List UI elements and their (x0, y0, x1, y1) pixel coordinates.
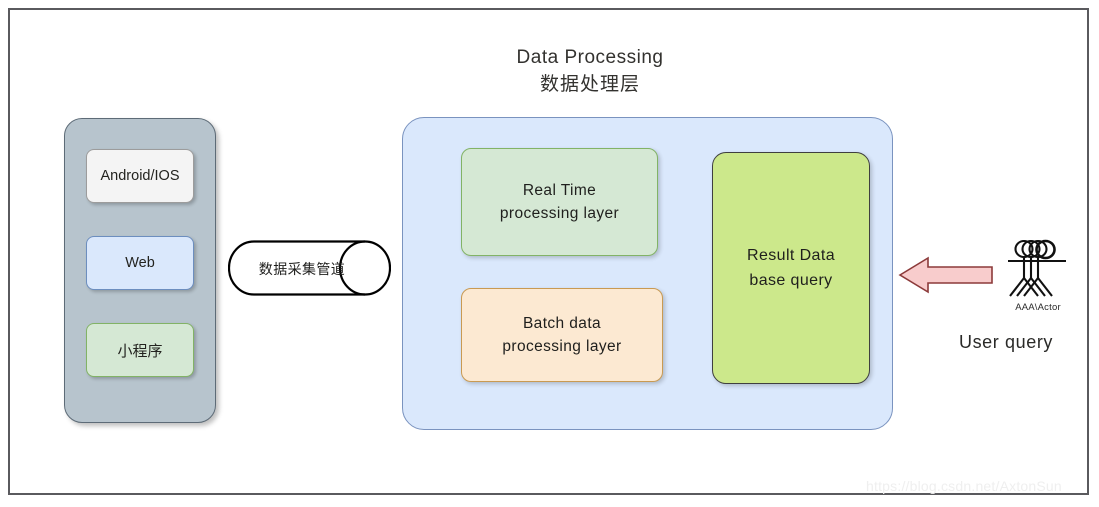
data-collection-pipeline[interactable]: 数据采集管道 (228, 240, 391, 297)
client-box-mini-program[interactable]: 小程序 (86, 323, 194, 377)
result-database-query-line1: Result Data (747, 247, 835, 264)
actor-label: AAA\Actor (1015, 302, 1061, 313)
cylinder-icon (228, 240, 391, 296)
page-title-en: Data Processing (516, 47, 664, 68)
arrow-left-icon (898, 256, 993, 294)
actor-icon (1008, 239, 1066, 297)
watermark: https://blog.csdn.net/AxtonSun (866, 478, 1062, 494)
client-box-web[interactable]: Web (86, 236, 194, 290)
user-query-arrow (898, 255, 994, 295)
result-database-query-line2: base query (749, 272, 833, 289)
client-layer-panel: Android/IOS Web 小程序 (64, 118, 216, 423)
client-box-web-label: Web (125, 255, 155, 271)
client-box-android-ios-label: Android/IOS (100, 168, 180, 184)
page-title-cn: 数据处理层 (539, 74, 640, 95)
user-query-label: User query (958, 332, 1054, 352)
batch-processing-box[interactable]: Batch data processing layer (461, 288, 663, 382)
user-actor: AAA\Actor (1000, 238, 1076, 330)
client-box-android-ios[interactable]: Android/IOS (86, 149, 194, 203)
real-time-processing-line1: Real Time (522, 182, 597, 199)
real-time-processing-line2: processing layer (499, 205, 620, 222)
page-title: Data Processing 数据处理层 (420, 44, 760, 98)
batch-processing-line2: processing layer (502, 338, 622, 355)
real-time-processing-box[interactable]: Real Time processing layer (461, 148, 658, 256)
batch-processing-line1: Batch data (522, 315, 602, 332)
client-box-mini-program-label: 小程序 (117, 342, 163, 360)
result-database-query-box[interactable]: Result Data base query (712, 152, 870, 384)
